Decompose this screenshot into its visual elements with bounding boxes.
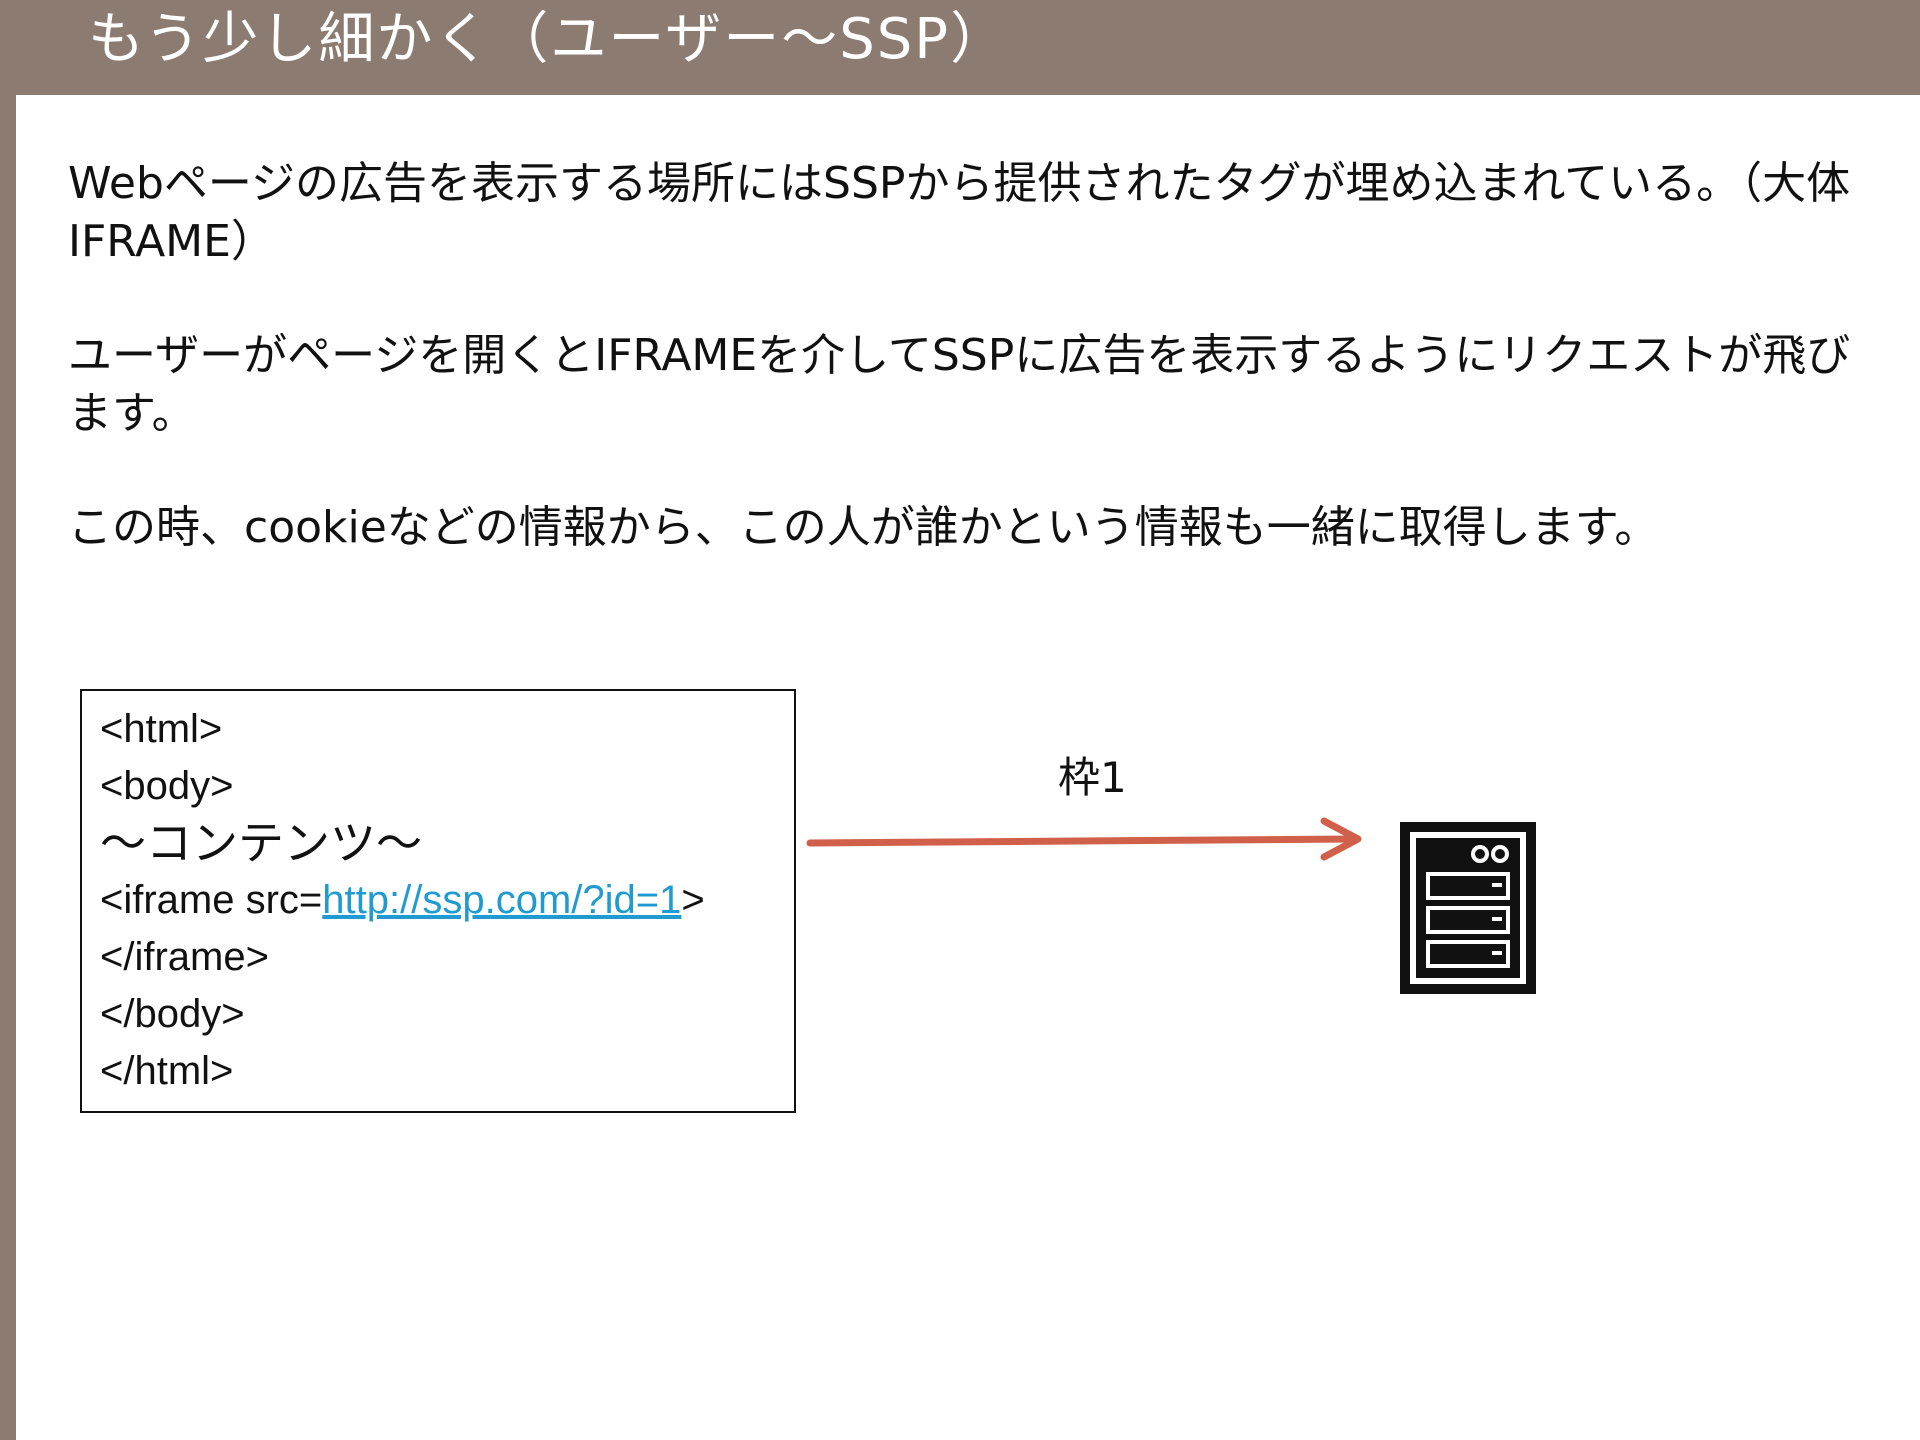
- server-icon: [1400, 822, 1536, 994]
- arrow-head: [1320, 817, 1362, 861]
- arrow-label: 枠1: [1058, 753, 1127, 802]
- iframe-src-suffix: >: [681, 878, 705, 922]
- code-line-html-open: <html>: [100, 707, 223, 751]
- paragraph-ssp-tag: Webページの広告を表示する場所にはSSPから提供されたタグが埋め込まれている。…: [68, 158, 1851, 267]
- html-code-box: <html> <body> ～コンテンツ～ <iframe src=http:/…: [80, 689, 796, 1113]
- code-line-iframe-close: </iframe>: [100, 935, 269, 979]
- code-line-body-close: </body>: [100, 992, 245, 1036]
- code-line-iframe: <iframe src=http://ssp.com/?id=1>: [100, 872, 794, 929]
- slide-title: もう少し細かく（ユーザー～SSP）: [88, 7, 1009, 72]
- code-line-content: ～コンテンツ～: [100, 816, 422, 870]
- arrow-shaft: [806, 835, 1358, 847]
- code-line-html-close: </html>: [100, 1049, 234, 1093]
- paragraph-iframe-request: ユーザーがページを開くとIFRAMEを介してSSPに広告を表示するようにリクエス…: [68, 330, 1851, 439]
- iframe-src-prefix: <iframe src=: [100, 878, 323, 922]
- request-arrow: [806, 817, 1362, 861]
- paragraph-cookie-info: この時、cookieなどの情報から、この人が誰かという情報も一緒に取得します。: [68, 502, 1659, 553]
- slide-content: Webページの広告を表示する場所にはSSPから提供されたタグが埋め込まれている。…: [16, 95, 1920, 1440]
- code-line-body-open: <body>: [100, 764, 234, 808]
- ssp-link[interactable]: http://ssp.com/?id=1: [322, 878, 682, 922]
- title-bar: もう少し細かく（ユーザー～SSP）: [0, 0, 1920, 95]
